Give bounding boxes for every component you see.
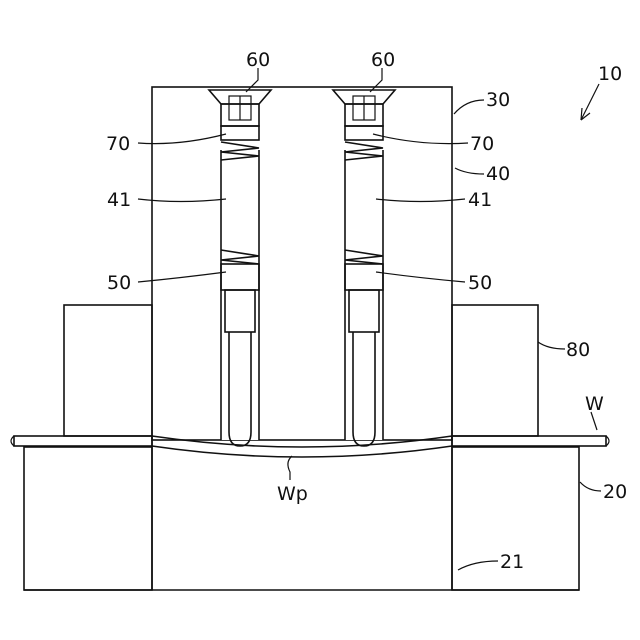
label-w: W <box>585 393 604 415</box>
label-10: 10 <box>598 63 622 85</box>
sheet-w <box>11 436 609 457</box>
label-41-left: 41 <box>107 189 131 211</box>
label-50-right: 50 <box>468 272 492 294</box>
label-50-left: 50 <box>107 272 131 294</box>
pin-assembly-right <box>333 90 395 446</box>
label-40: 40 <box>486 163 510 185</box>
label-60-left: 60 <box>246 49 270 71</box>
label-70-left: 70 <box>106 133 130 155</box>
label-41-right: 41 <box>468 189 492 211</box>
label-20: 20 <box>603 481 627 503</box>
label-70-right: 70 <box>470 133 494 155</box>
die-20 <box>24 447 579 590</box>
label-30: 30 <box>486 89 510 111</box>
label-80: 80 <box>566 339 590 361</box>
label-21: 21 <box>500 551 524 573</box>
pin-assembly-left <box>209 90 271 446</box>
label-60-right: 60 <box>371 49 395 71</box>
clamp-80 <box>64 305 538 436</box>
label-wp: Wp <box>277 483 308 505</box>
